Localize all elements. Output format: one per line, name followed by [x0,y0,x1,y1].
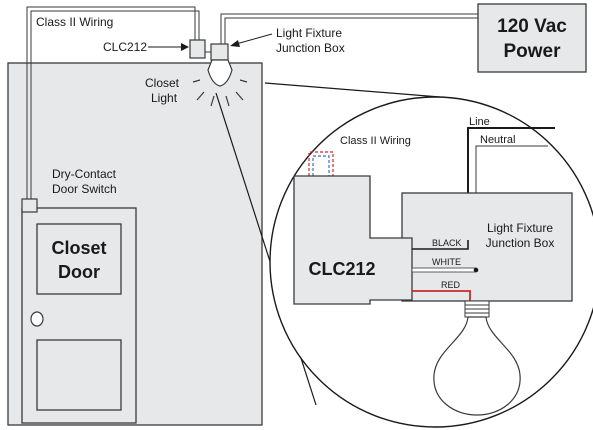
clc212-arrow-head [181,43,189,51]
jbox-arrow-line [235,33,273,45]
detail-clc212-module [293,175,413,305]
closet-light-label-line2: Light [151,91,178,105]
closet-door-label-line1: Closet [51,238,106,258]
clc212-box [189,39,206,59]
detail-leader-top [264,82,441,98]
detail-junction-label-line1: Light Fixture [487,221,553,235]
red-wire-label: RED [441,280,461,290]
white-wire-label: WHITE [432,257,461,267]
power-box [477,3,587,73]
door-switch-label-line2: Door Switch [52,182,117,196]
white-wire-junction-dot [473,267,479,273]
light-fixture-label-line2: Junction Box [276,41,345,55]
neutral-label: Neutral [480,134,515,146]
door-upper-panel [36,223,122,295]
class2-wiring-run-2 [30,10,200,199]
line-label: Line [469,116,490,128]
detail-class2-red [308,151,334,176]
red-wire [412,290,471,301]
closet-door-label-line2: Door [58,262,100,282]
detail-class2-blue [312,155,330,176]
closet-light-label-line1: Closet [145,76,180,90]
light-fixture-label-line1: Light Fixture [276,26,342,40]
detail-bulb [433,316,521,416]
jbox-arrow-head [230,40,240,47]
closet-light-bulb [207,59,233,87]
detail-junction-box [401,192,573,302]
bulb-base [464,300,490,318]
detail-class2-label: Class II Wiring [340,135,411,147]
detail-clc212-label: CLC212 [308,259,375,279]
power-line-run-2 [224,17,478,44]
power-line-run [220,13,478,44]
detail-group: Line Neutral Class II Wiring Light Fixtu… [293,116,573,416]
junction-box-small [210,43,229,61]
clc212-label: CLC212 [103,40,147,54]
door-switch [21,198,38,213]
door-lower-panel [36,339,122,411]
power-label-line2: Power [503,41,561,62]
white-wire [411,267,477,273]
black-wire [412,240,469,250]
light-rays [192,79,248,107]
black-wire-label: BLACK [432,238,462,248]
class2-wiring-run [26,6,196,199]
door-switch-label-line1: Dry-Contact [52,167,117,181]
class2-wiring-label: Class II Wiring [36,15,113,29]
door-knob [30,311,44,327]
detail-junction-label-line2: Junction Box [486,236,555,250]
power-label-line1: 120 Vac [497,16,567,37]
